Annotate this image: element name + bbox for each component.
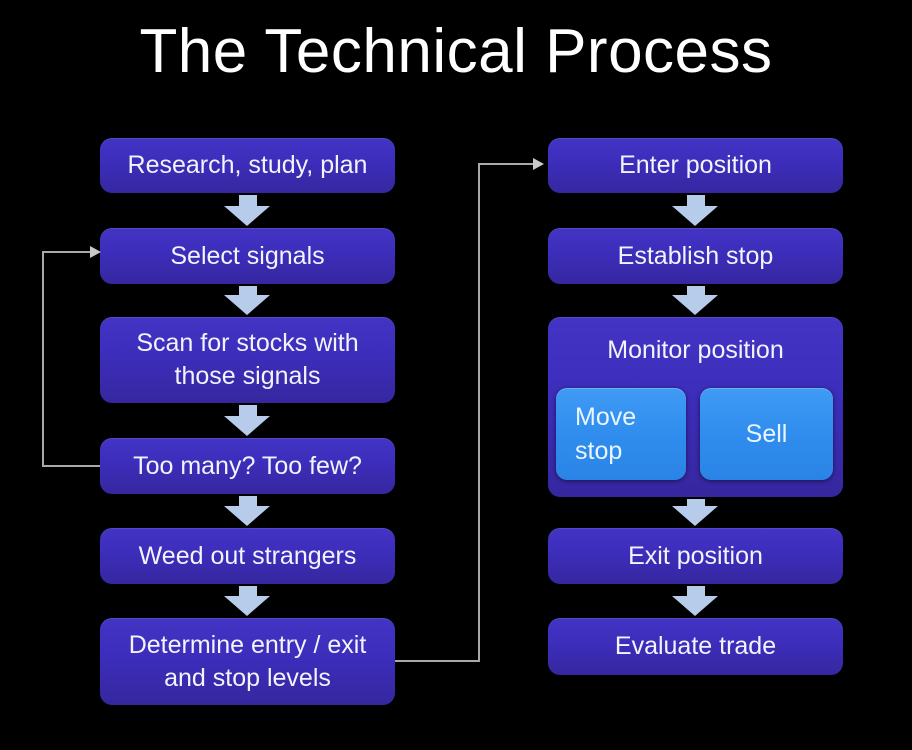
arrow-down-icon	[672, 586, 718, 616]
process-box-research-study-plan[interactable]: Research, study, plan	[100, 138, 395, 193]
process-box-too-many-too-few[interactable]: Too many? Too few?	[100, 438, 395, 494]
action-button-sell[interactable]: Sell	[700, 388, 833, 480]
process-box-label: Monitor position	[607, 336, 784, 364]
process-box-label: Exit position	[628, 541, 763, 570]
cross-connector-top-segment	[478, 163, 536, 165]
process-box-exit-position[interactable]: Exit position	[548, 528, 843, 584]
process-box-label: Research, study, plan	[127, 151, 368, 179]
process-box-label: Scan for stocks with those signals	[136, 329, 359, 390]
process-box-label: Weed out strangers	[138, 541, 357, 570]
process-box-establish-stop[interactable]: Establish stop	[548, 228, 843, 284]
process-box-label: Evaluate trade	[614, 632, 777, 660]
arrow-down-icon	[672, 286, 718, 315]
action-button-label: Move stop	[575, 403, 637, 465]
arrow-down-icon	[672, 195, 718, 226]
process-box-weed-out-strangers[interactable]: Weed out strangers	[100, 528, 395, 584]
process-box-label: Too many? Too few?	[133, 451, 362, 480]
process-box-select-signals[interactable]: Select signals	[100, 228, 395, 284]
page-title: The Technical Process	[139, 17, 773, 86]
feedback-connector-vertical-segment	[42, 251, 44, 467]
arrow-down-icon	[224, 586, 270, 616]
arrow-down-icon	[224, 286, 270, 315]
action-button-move-stop[interactable]: Move stop	[556, 388, 686, 480]
process-box-evaluate-trade[interactable]: Evaluate trade	[548, 618, 843, 675]
feedback-connector-bottom-segment	[42, 465, 100, 467]
action-button-label: Sell	[745, 420, 788, 448]
connector-arrowhead-icon	[533, 158, 544, 170]
arrow-down-icon	[672, 499, 718, 526]
process-box-label: Determine entry / exit and stop levels	[128, 630, 367, 692]
process-box-label: Select signals	[170, 241, 325, 270]
connector-arrowhead-icon	[90, 246, 101, 258]
feedback-connector-top-segment	[42, 251, 94, 253]
process-box-enter-position[interactable]: Enter position	[548, 138, 843, 193]
arrow-down-icon	[224, 496, 270, 526]
cross-connector-vertical-segment	[478, 163, 480, 662]
process-box-determine-entry-exit-stop-levels[interactable]: Determine entry / exit and stop levels	[100, 618, 395, 705]
arrow-down-icon	[224, 405, 270, 436]
arrow-down-icon	[224, 195, 270, 226]
cross-connector-bottom-segment	[395, 660, 480, 662]
process-box-scan-for-stocks[interactable]: Scan for stocks with those signals	[100, 317, 395, 403]
process-box-label: Enter position	[619, 151, 772, 179]
process-box-label: Establish stop	[617, 241, 774, 270]
